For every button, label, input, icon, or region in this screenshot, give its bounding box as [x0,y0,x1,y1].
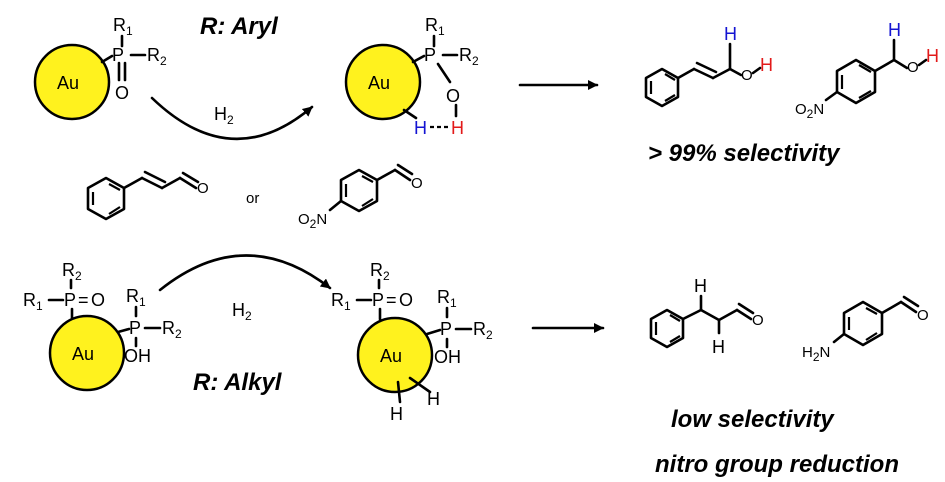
aldehyde-oxygen-label: O [752,312,764,329]
alkyl-reactant-particle: Au R2 P = O R1 R1 P R2 OH [23,260,182,392]
oxygen-label: O [446,86,460,106]
hydride-h-label: H [427,389,440,409]
gold-nanoparticle [48,314,126,392]
hydroxyl-label: OH [124,346,151,366]
hydroxyl-oxygen-label: O [907,59,919,76]
oxygen-label: O [399,290,413,310]
aminobenzaldehyde-structure: O H2N [802,295,929,364]
au-label: Au [72,344,94,364]
h2-label-top: H2 [214,104,234,127]
nitro-reduction-label: nitro group reduction [655,451,899,478]
r1-label: R1 [425,15,445,38]
hydroxyl-h-label: H [926,46,939,66]
double-bond-sign: = [386,290,397,310]
r1-label: R1 [331,290,351,313]
double-bond-sign: = [78,290,89,310]
r1-label: R1 [113,15,133,38]
phosphorus-label: P [112,45,124,65]
r1-label: R1 [23,290,43,313]
au-label: Au [368,73,390,93]
amino-group-label: H2N [802,344,830,364]
cinnamyl-alcohol-structure: H O H [644,24,773,108]
alkyl-intermediate-particle: Au R2 P = O R1 R1 P R2 OH H H [331,260,493,424]
nitrobenzaldehyde-structure: O O2N [298,163,423,231]
r2-label: R2 [62,260,82,283]
alkyl-heading: R: Alkyl [193,369,283,396]
r1-label: R1 [126,286,146,309]
r2-label: R2 [459,45,479,68]
r2-label: R2 [147,45,167,68]
hydride-h-label: H [390,404,403,424]
r2-label: R2 [473,319,493,342]
h2-curved-arrow-top [150,96,314,141]
phosphorus-label: P [129,318,141,338]
alcohol-carbon-h-label: H [724,24,737,44]
aryl-intermediate-particle: Au P R1 R2 O H H [344,15,479,138]
nitro-group-label: O2N [795,101,824,121]
aldehyde-oxygen-label: O [411,175,423,192]
oxygen-label: O [91,290,105,310]
h2-curved-arrow-bottom [158,254,332,292]
au-label: Au [57,73,79,93]
hydroxyl-oxygen-label: O [741,67,753,84]
hydroxyl-label: OH [434,347,461,367]
high-selectivity-label: > 99% selectivity [648,140,841,167]
gold-nanoparticle [33,43,111,121]
r2-label: R2 [370,260,390,283]
aldehyde-oxygen-label: O [917,307,929,324]
aryl-heading: R: Aryl [200,13,279,40]
nitro-group-label: O2N [298,211,327,231]
hydrocinnamaldehyde-structure: H H O [649,276,764,357]
phosphine-oxide-p-label: P [372,290,384,310]
hydroxyl-h-label: H [760,55,773,75]
hydrogen-label: H [694,276,707,296]
proton-h-label: H [451,118,464,138]
oxygen-label: O [115,83,129,103]
hydrogen-label: H [712,337,725,357]
hydride-h-label: H [414,118,427,138]
gold-nanoparticle [356,316,434,394]
or-label: or [246,190,259,207]
low-selectivity-label: low selectivity [671,406,835,433]
h2-label-bottom: H2 [232,300,252,323]
r1-label: R1 [437,287,457,310]
phosphorus-label: P [424,45,436,65]
gold-nanoparticle [344,43,422,121]
nitrobenzyl-alcohol-structure: H O H O2N [795,20,939,121]
aldehyde-oxygen-label: O [197,180,209,197]
au-label: Au [380,346,402,366]
phosphine-oxide-p-label: P [64,290,76,310]
phosphorus-label: P [440,319,452,339]
alcohol-carbon-h-label: H [888,20,901,40]
aryl-reactant-particle: Au P R1 R2 O [33,15,167,121]
cinnamaldehyde-structure: O [86,170,209,221]
r2-label: R2 [162,318,182,341]
